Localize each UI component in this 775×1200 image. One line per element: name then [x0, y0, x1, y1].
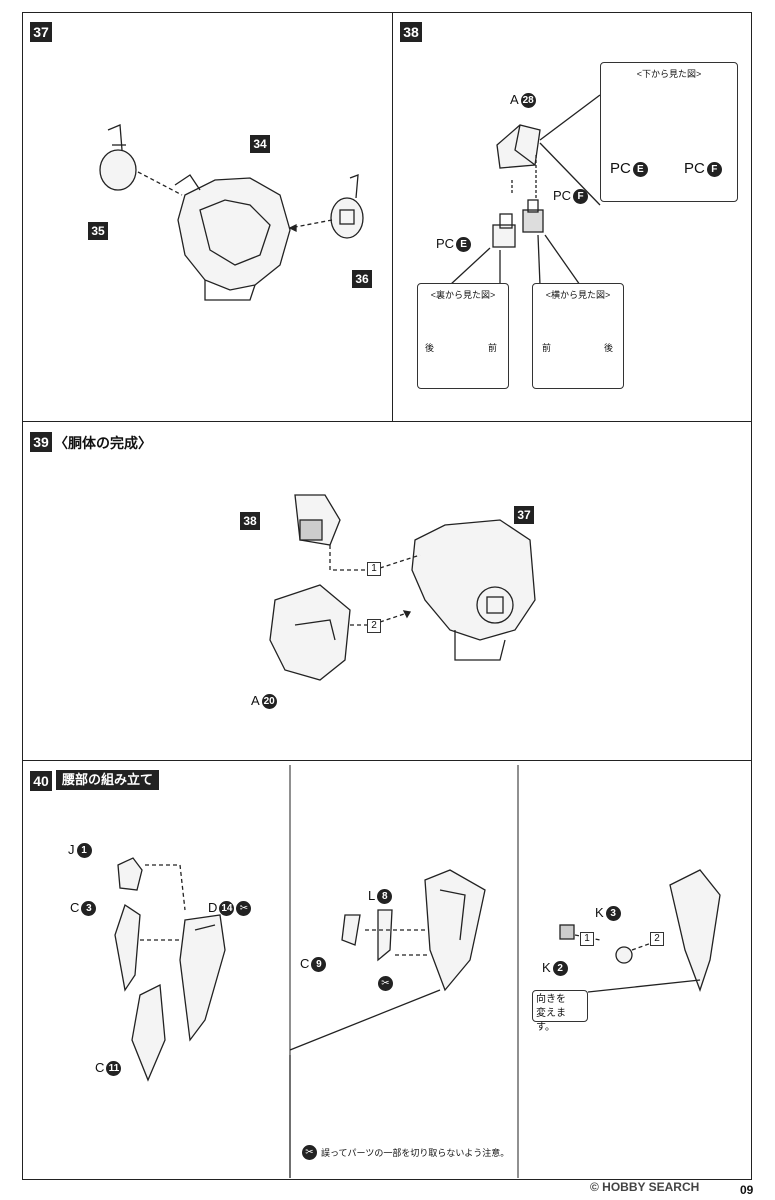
side-view-rear-label: 後	[604, 343, 614, 353]
part-letter: A	[510, 92, 519, 107]
part-number-circle: 3	[605, 906, 621, 922]
step-number-37: 37	[30, 22, 52, 42]
part-number-circle: 28	[520, 93, 536, 109]
order-marker-1: 1	[367, 562, 381, 576]
part-number-circle: 3	[81, 901, 97, 917]
panel-step-40	[22, 760, 752, 1180]
part-number-circle: 20	[261, 694, 277, 710]
watermark: © HOBBY SEARCH	[590, 1180, 700, 1194]
part-letter: A	[251, 693, 260, 708]
step-40-title: 腰部の組み立て	[56, 770, 160, 790]
part-letter-circle: E	[632, 161, 648, 177]
part-letter-circle: F	[706, 161, 722, 177]
part-letter-circle: F	[573, 189, 589, 205]
part-letter: C	[95, 1060, 105, 1075]
part-number-circle: 1	[76, 843, 92, 859]
step-number-40: 40	[30, 771, 52, 791]
part-letter: C	[300, 956, 310, 971]
back-view-title: <裏から見た図>	[430, 290, 496, 300]
part-letter: PC	[610, 160, 631, 177]
side-view-title: <横から見た図>	[545, 290, 611, 300]
part-letter: PC	[436, 236, 455, 251]
step-39-title: 〈胴体の完成〉	[54, 435, 152, 451]
part-letter: J	[68, 842, 75, 857]
turn-note-line-1: 向きを	[536, 994, 566, 1005]
part-number-circle: 11	[106, 1061, 122, 1077]
cut-caution-icon: ✂	[236, 901, 252, 917]
page-number: 09	[740, 1183, 754, 1197]
step-number-38: 38	[400, 22, 422, 42]
part-letter: K	[542, 960, 551, 975]
part-letter: C	[70, 900, 80, 915]
cut-caution-icon: ✂	[378, 976, 393, 991]
part-number-circle: 8	[377, 889, 393, 905]
part-label-34: 34	[250, 135, 270, 153]
turn-note-box: 向きを 変えます。	[532, 990, 588, 1033]
bottom-view-box: <下から見た図>	[600, 62, 738, 202]
part-label-38: 38	[240, 512, 260, 530]
step-number-39: 39	[30, 432, 52, 452]
back-view-box: <裏から見た図>	[417, 283, 509, 389]
part-letter: PC	[684, 160, 705, 177]
part-letter: L	[368, 888, 376, 903]
turn-note-line-2: 変えます。	[536, 1008, 566, 1033]
part-number-circle: 2	[552, 961, 568, 977]
part-letter: PC	[553, 188, 572, 203]
order-marker-1: 1	[580, 932, 594, 946]
back-view-front-label: 前	[488, 343, 498, 353]
order-marker-2: 2	[650, 932, 664, 946]
bottom-view-title: <下から見た図>	[636, 69, 702, 79]
part-letter: D	[208, 900, 218, 915]
part-letter-circle: E	[456, 237, 472, 253]
caution-text: 誤ってパーツの一部を切り取らないよう注意。	[321, 1148, 510, 1158]
part-label-36: 36	[352, 270, 372, 288]
caution-note: ✂ 誤ってパーツの一部を切り取らないよう注意。	[300, 1145, 509, 1160]
back-view-rear-label: 後	[425, 343, 435, 353]
part-letter: K	[595, 905, 604, 920]
part-label-37: 37	[514, 506, 534, 524]
part-number-circle: 9	[311, 957, 327, 973]
side-view-front-label: 前	[542, 343, 552, 353]
cut-caution-icon: ✂	[302, 1145, 317, 1160]
part-number-circle: 14	[219, 901, 235, 917]
side-view-box: <横から見た図>	[532, 283, 624, 389]
part-label-35: 35	[88, 222, 108, 240]
order-marker-2: 2	[367, 619, 381, 633]
